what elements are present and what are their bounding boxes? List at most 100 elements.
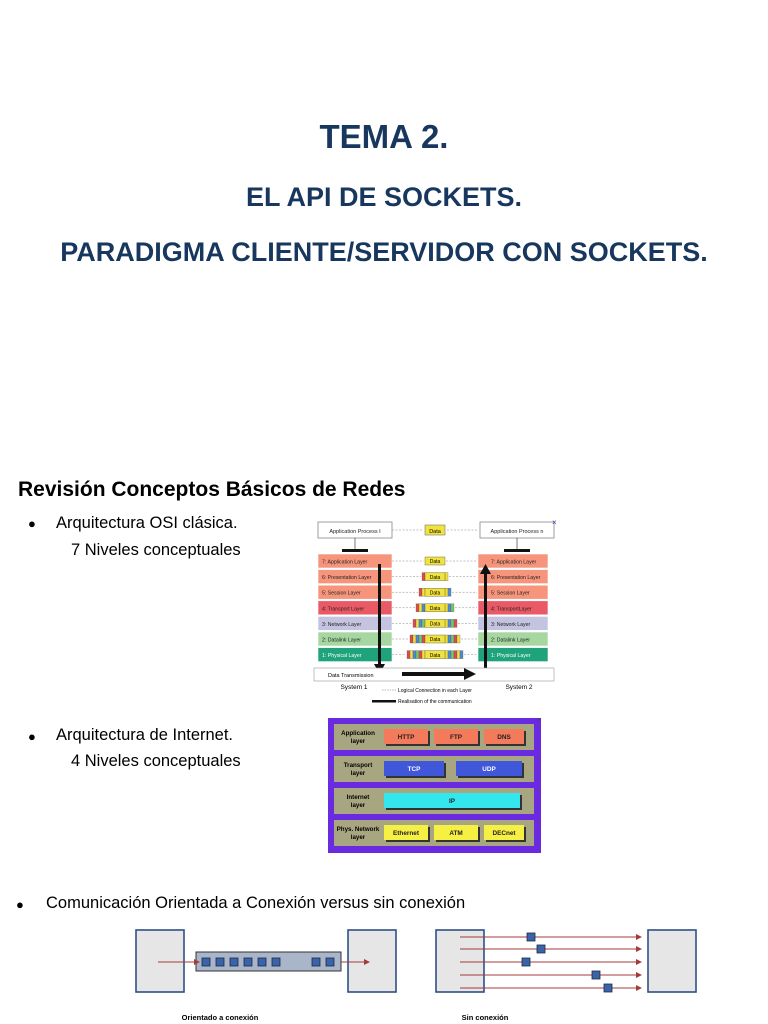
osi-data-label: Data (430, 653, 441, 659)
osi-layer-label: 1: Physical Layer (491, 653, 531, 659)
internet-layer-label: layer (351, 802, 366, 809)
packet (201, 957, 211, 967)
protocol-box (484, 825, 524, 840)
page-title: TEMA 2. (319, 118, 449, 155)
protocol-box (434, 825, 478, 840)
page-subtitle: EL API DE SOCKETS. (245, 182, 523, 212)
internet-layer-label: layer (351, 834, 366, 841)
osi-data-packet (424, 619, 446, 628)
protocol-label: IP (449, 798, 456, 805)
packet (591, 970, 601, 980)
close-icon: × (537, 717, 541, 724)
osi-diagram: Application Process I Application Proces… (313, 518, 557, 705)
osi-layer-label: 3: Network Layer (491, 622, 530, 628)
osi-layer-label: 2: Datalink Layer (322, 638, 361, 644)
osi-data-label: Data (430, 590, 441, 596)
bullet-osi: Arquitectura OSI clásica. (56, 514, 238, 532)
osi-data-label: Data (430, 622, 441, 628)
packet (603, 983, 613, 993)
host-box (347, 929, 397, 993)
data-label-top: Data (429, 529, 442, 535)
host-box (435, 929, 485, 993)
packet (271, 957, 281, 967)
osi-layer-label: 7: Application Layer (322, 560, 368, 566)
osi-layer-right (477, 631, 549, 647)
packet (243, 957, 253, 967)
osi-data-label: Data (430, 637, 441, 643)
close-icon: × (552, 518, 557, 527)
protocol-box (384, 825, 428, 840)
process-left: Application Process I (329, 529, 381, 535)
protocol-label: Ethernet (393, 830, 420, 837)
osi-layer-label: 6: Presentation Layer (322, 575, 372, 581)
process-right: Application Process n (491, 529, 544, 535)
protocol-label: HTTP (398, 734, 415, 741)
protocol-label: UDP (482, 766, 496, 773)
internet-layer-label: Transport (344, 762, 373, 769)
osi-data-packet (424, 587, 446, 597)
system-right: System 2 (505, 684, 532, 691)
packet (521, 957, 531, 967)
protocol-box (384, 761, 444, 776)
osi-layer-right (477, 647, 549, 662)
legend-logical: Logical Connection in each Layer (398, 688, 472, 694)
transmission-label: Data Transmission (328, 673, 374, 679)
bullet-marker: ● (16, 897, 24, 912)
osi-data-label: Data (430, 575, 441, 581)
bullet-internet-sub: 4 Niveles conceptuales (71, 752, 241, 770)
osi-layer-label: 6: Presentation Layer (491, 575, 541, 581)
osi-layer-right (477, 600, 549, 616)
system-left: System 1 (340, 684, 367, 691)
osi-layer-label: 3: Network Layer (322, 622, 361, 628)
osi-data-packet (424, 634, 446, 644)
packet (325, 957, 335, 967)
communication-diagram: Orientado a conexión Sin conexión (135, 929, 697, 1022)
osi-layer-right (477, 553, 549, 569)
protocol-label: TCP (408, 766, 422, 773)
osi-layer-label: 4: TransportLayer (491, 606, 532, 612)
packet (536, 944, 546, 954)
internet-layer-label: layer (351, 770, 366, 777)
packet (215, 957, 225, 967)
osi-data-label: Data (430, 606, 441, 612)
protocol-box (384, 729, 428, 744)
internet-layer-label: Internet (347, 794, 370, 801)
internet-layer-label: Phys. Network (337, 826, 380, 833)
osi-data-label: Data (430, 559, 441, 565)
packet (229, 957, 239, 967)
osi-layer-label: 1: Physical Layer (322, 653, 362, 659)
osi-data-packet (424, 572, 446, 581)
host-box (647, 929, 697, 993)
legend-real: Realisation of the communication (398, 699, 472, 705)
osi-layer-label: 5: Session Layer (491, 591, 530, 597)
protocol-box (434, 729, 478, 744)
internet-layer-label: Application (341, 730, 375, 737)
caption-connection-oriented: Orientado a conexión (182, 1013, 259, 1022)
protocol-label: DNS (497, 734, 511, 741)
osi-data-packet (424, 650, 446, 659)
bullet-communication: Comunicación Orientada a Conexión versus… (46, 894, 466, 912)
osi-layer-label: 5: Session Layer (322, 591, 361, 597)
protocol-box (456, 761, 522, 776)
osi-layer-label: 4: Transport Layer (322, 606, 364, 612)
bullet-internet: Arquitectura de Internet. (56, 726, 234, 744)
osi-data-packet (424, 603, 446, 613)
protocol-label: FTP (450, 734, 463, 741)
page-subtitle-2: PARADIGMA CLIENTE/SERVIDOR CON SOCKETS. (60, 237, 708, 267)
osi-layer-right (477, 584, 549, 600)
osi-layer-label: 7: Application Layer (491, 560, 537, 566)
internet-layer-label: layer (351, 738, 366, 745)
osi-layer-right (477, 616, 549, 631)
host-box (135, 929, 185, 993)
bullet-osi-sub: 7 Niveles conceptuales (71, 541, 241, 559)
osi-layer-label: 2: Datalink Layer (491, 638, 530, 644)
packet (526, 932, 536, 942)
protocol-label: ATM (449, 830, 462, 837)
protocol-box (484, 729, 524, 744)
protocol-label: DECnet (492, 830, 516, 837)
bullet-marker: ● (28, 516, 36, 531)
section-heading: Revisión Conceptos Básicos de Redes (18, 478, 406, 501)
caption-connectionless: Sin conexión (462, 1013, 509, 1022)
osi-layer-right (477, 569, 549, 584)
